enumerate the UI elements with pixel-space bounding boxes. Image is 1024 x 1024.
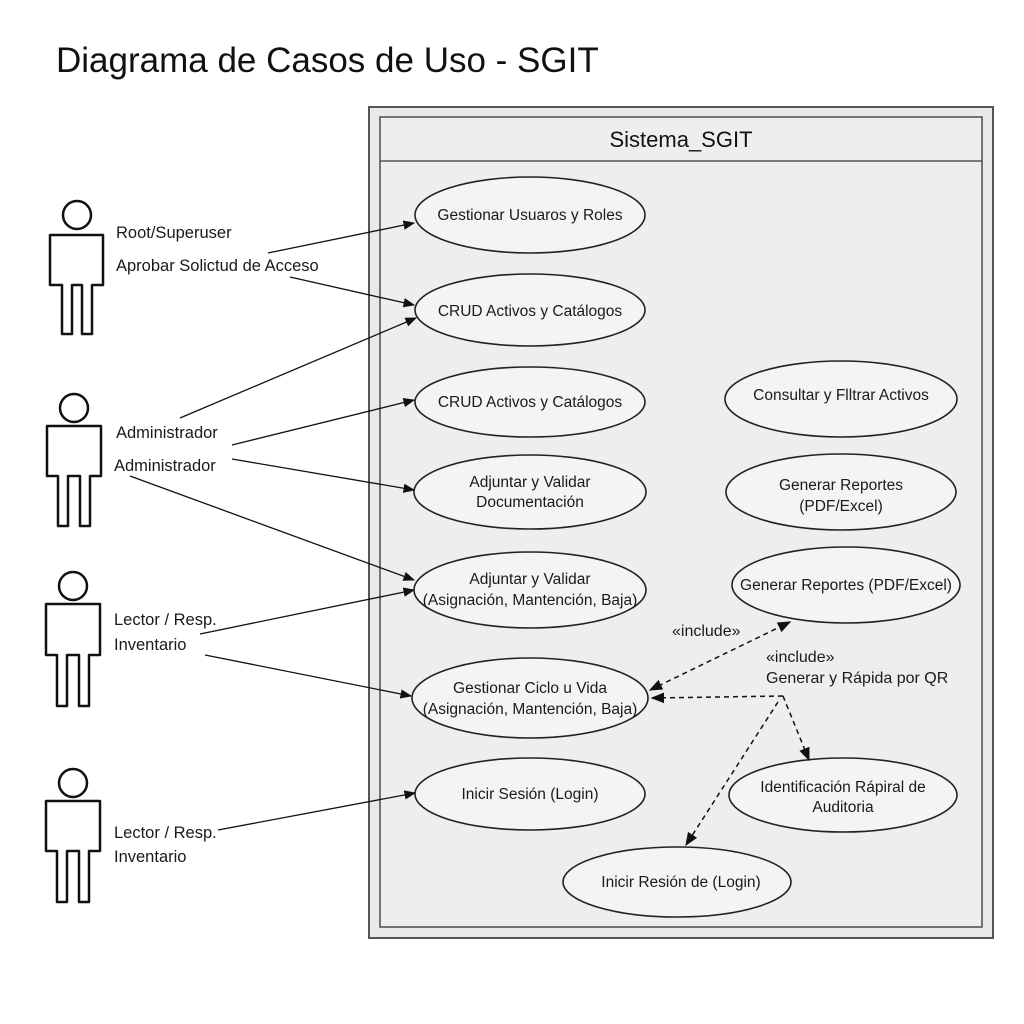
use-case-label: Identificación Rápiral de [760, 779, 925, 796]
actor-label: Inventario [114, 636, 186, 654]
association-arrow [129, 475, 416, 581]
actor-label: Aprobar Solictud de Acceso [116, 257, 319, 275]
use-case-iniciar-resion: Inicir Resión de (Login) [562, 846, 792, 918]
association-arrow [231, 458, 416, 493]
use-case-gestionar-ciclo-vida: Gestionar Ciclo u Vida (Asignación, Mant… [411, 657, 649, 739]
use-case-identificacion-auditoria: Identificación Rápiral de Auditoria [728, 757, 958, 833]
include-stereotype: «include» [672, 623, 741, 640]
use-case-label: CRUD Activos y Catálogos [438, 303, 623, 320]
use-case-label: Adjuntar y Validar [469, 571, 590, 588]
use-case-iniciar-sesion: Inicir Sesión (Login) [414, 757, 646, 831]
include-note: Generar y Rápida por QR [766, 670, 948, 687]
use-case-generar-reportes-1: Generar Reportes (PDF/Excel) [725, 453, 957, 531]
association-arrow [267, 220, 416, 254]
use-case-label: (Asignación, Mantención, Baja) [423, 701, 638, 718]
association-arrow [289, 276, 416, 308]
use-case-label: Adjuntar y Validar [469, 474, 590, 491]
use-case-adjuntar-validar: Adjuntar y Validar (Asignación, Mantenci… [413, 551, 647, 629]
include-stereotype: «include» [766, 649, 835, 666]
use-case-generar-reportes-2: Generar Reportes (PDF/Excel) [731, 546, 961, 624]
use-case-consultar-filtrar: Consultar y Flltrar Activos [724, 360, 958, 438]
actor-label: Administrador [114, 457, 216, 475]
actor-icon [45, 392, 103, 528]
actor-icon [44, 767, 102, 904]
association-arrow [179, 317, 418, 419]
use-case-label: Documentación [476, 494, 584, 511]
system-name: Sistema_SGIT [609, 127, 752, 152]
use-case-label: Gestionar Usuaros y Roles [437, 207, 622, 224]
use-case-label: Inicir Sesión (Login) [462, 786, 599, 803]
use-case-label: CRUD Activos y Catálogos [438, 394, 623, 411]
use-case-label: Inicir Resión de (Login) [601, 874, 760, 891]
actor-label: Lector / Resp. [114, 824, 217, 842]
include-arrow [650, 692, 784, 704]
use-case-adjuntar-documentacion: Adjuntar y Validar Documentación [413, 454, 647, 530]
actor-label: Inventario [114, 848, 186, 866]
include-relations [648, 621, 810, 847]
actor-lector: Lector / Resp. Inventario [44, 570, 217, 708]
association-arrow [231, 397, 416, 446]
use-case-label: Generar Reportes (PDF/Excel) [740, 577, 952, 594]
include-arrow [782, 695, 810, 762]
actor-label: Lector / Resp. [114, 611, 217, 629]
use-case-label: Consultar y Flltrar Activos [753, 387, 929, 404]
use-case-label: Generar Reportes [779, 477, 903, 494]
include-arrow [685, 701, 779, 847]
diagram-title: Diagrama de Casos de Uso - SGIT [56, 41, 599, 80]
use-case-label: (Asignación, Mantención, Baja) [423, 592, 638, 609]
association-arrow [199, 587, 416, 635]
actor-icon [48, 199, 105, 336]
actor-label: Administrador [116, 424, 218, 442]
include-arrow [648, 621, 792, 691]
use-case-label: Auditoria [812, 799, 874, 816]
associations [129, 220, 418, 831]
association-arrow [217, 790, 417, 831]
actor-icon [44, 570, 102, 708]
actor-label: Root/Superuser [116, 224, 232, 242]
association-arrow [204, 654, 413, 699]
actor-lector-2: Lector / Resp. Inventario [44, 767, 217, 904]
use-case-label: Gestionar Ciclo u Vida [453, 680, 607, 697]
use-case-crud-activos-1: CRUD Activos y Catálogos [414, 273, 646, 347]
actor-administrador: Administrador Administrador [45, 392, 218, 528]
use-case-crud-activos-2: CRUD Activos y Catálogos [414, 366, 646, 438]
use-case-label: (PDF/Excel) [799, 498, 883, 515]
actor-root: Root/Superuser Aprobar Solictud de Acces… [48, 199, 319, 336]
use-case-gestionar-usuarios: Gestionar Usuaros y Roles [414, 176, 646, 254]
